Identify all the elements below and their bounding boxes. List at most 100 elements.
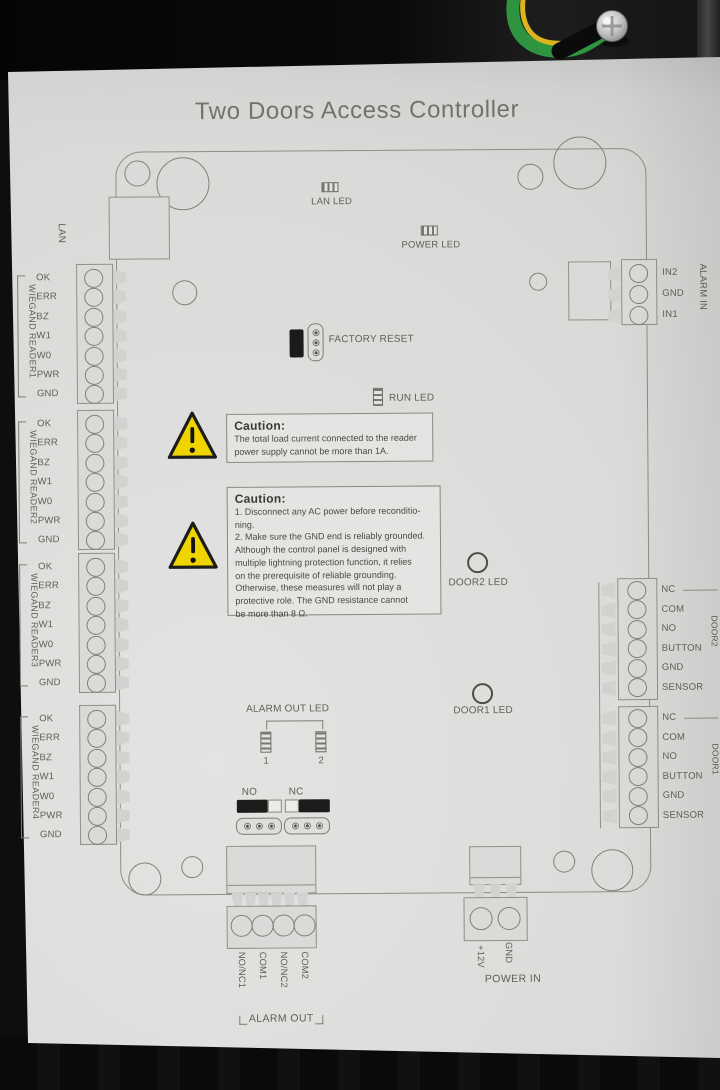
- mounting-hole: [517, 163, 544, 190]
- pin-label: GND: [38, 677, 61, 689]
- caution-box-2: Caution: 1. Disconnect any AC power befo…: [226, 485, 442, 618]
- terminal-hole: [87, 748, 107, 768]
- alarm-out-led2-number: 2: [318, 755, 325, 767]
- terminal-hole: [85, 530, 106, 550]
- caution-box-1: Caution: The total load current connecte…: [226, 412, 434, 463]
- connector-tooth: [489, 884, 501, 898]
- pin-label: PWR: [36, 369, 60, 381]
- header-pin: [243, 822, 251, 830]
- door2-led: [467, 552, 489, 574]
- alarm-out-led1-number: 1: [263, 755, 270, 767]
- caution-heading: Caution:: [234, 491, 286, 506]
- pin-label: GND: [36, 388, 59, 400]
- terminal-hole: [85, 433, 105, 453]
- pin-label: ERR: [37, 437, 58, 449]
- pin-label: GND: [662, 287, 685, 299]
- pin-label: GND: [662, 789, 685, 801]
- jumper-cap: [298, 799, 330, 813]
- pin-label: W1: [37, 476, 53, 488]
- terminal-hole: [627, 620, 647, 640]
- terminal-hole: [84, 365, 104, 385]
- pin-label: OK: [36, 272, 51, 284]
- pin-label: GND: [39, 829, 62, 841]
- jumper-open-slot: [267, 799, 282, 813]
- run-led-icon: [372, 387, 384, 406]
- terminal-hole: [86, 635, 106, 655]
- connector-tooth: [505, 884, 517, 898]
- pin-label: W1: [36, 330, 52, 342]
- header-pin: [312, 348, 320, 356]
- connector-tooth: [296, 892, 308, 906]
- mounting-hole: [591, 849, 634, 892]
- door2-name: DOOR2: [709, 615, 720, 647]
- page-title: Two Doors Access Controller: [194, 95, 520, 126]
- terminal-hole: [627, 600, 647, 620]
- terminal-hole: [86, 557, 106, 577]
- pin-label: W0: [38, 639, 54, 651]
- terminal-hole: [629, 263, 649, 284]
- wire-sheath: [551, 20, 611, 60]
- header-pin: [311, 328, 320, 336]
- terminal-hole: [627, 581, 647, 601]
- pin-label: SENSOR: [661, 681, 704, 693]
- terminal-hole: [87, 728, 107, 748]
- jumper-nc-position: [284, 799, 330, 813]
- terminal-hole: [84, 384, 105, 404]
- jumper-open-slot: [284, 799, 299, 813]
- terminal-hole: [84, 287, 104, 307]
- pin-label: W1: [38, 619, 54, 631]
- alarm-out-led2-icon: [315, 731, 327, 753]
- screw-highlight: [603, 17, 611, 25]
- jumper-no-position: [236, 799, 282, 813]
- lan-connector: [108, 196, 171, 260]
- ground-wire-and-screw: [506, 0, 629, 60]
- terminal-hole: [251, 914, 274, 937]
- alarm-in-connector-body: [568, 261, 612, 321]
- caution-line: protective role. The GND resistance cann…: [235, 594, 408, 606]
- caution-line: power supply cannot be more than 1A.: [234, 445, 389, 457]
- pin-label: IN1: [662, 308, 678, 320]
- pin-label: ERR: [39, 732, 61, 744]
- connector-tooth: [270, 893, 282, 907]
- pin-label: W0: [39, 791, 55, 803]
- pin-label: OK: [37, 418, 52, 430]
- mounting-hole: [181, 856, 204, 879]
- alarm-out-led-bracket: [266, 720, 324, 730]
- connector-tooth: [473, 884, 485, 898]
- terminal-hole: [628, 747, 648, 768]
- lan-led-icon: [321, 182, 339, 193]
- pin-label: W0: [36, 350, 52, 362]
- pin-label: BZ: [37, 457, 51, 469]
- pin-label: NC: [661, 583, 676, 595]
- terminal-hole: [87, 806, 107, 826]
- terminal-hole: [627, 659, 647, 679]
- pin-label: SENSOR: [662, 809, 705, 821]
- connector-tooth: [244, 893, 256, 907]
- terminal-hole: [628, 805, 648, 826]
- jumper-no-label: NO: [241, 786, 258, 798]
- terminal-hole: [469, 907, 493, 931]
- door1-led-label: DOOR1 LED: [453, 704, 513, 717]
- alarm-out-led1-icon: [260, 731, 272, 753]
- power-led-icon: [420, 225, 438, 236]
- pin-label: GND: [37, 534, 60, 546]
- header-pin: [303, 822, 311, 830]
- pin-label: NO/NC2: [278, 951, 290, 988]
- terminal-hole: [84, 307, 104, 327]
- terminal-hole: [86, 673, 107, 693]
- terminal-hole: [86, 576, 106, 596]
- jumper-cap: [236, 799, 268, 813]
- terminal-hole: [85, 472, 105, 492]
- power-led-label: POWER LED: [401, 239, 461, 251]
- pin-label: BZ: [36, 311, 49, 323]
- pin-label: BZ: [38, 600, 52, 612]
- mounting-hole: [553, 136, 607, 190]
- terminal-hole: [272, 914, 295, 937]
- bracket-corner: [239, 1015, 248, 1025]
- terminal-hole: [629, 305, 649, 326]
- factory-reset-jumper-cap: [289, 329, 304, 358]
- pin-label: BUTTON: [661, 642, 702, 654]
- power-in-connector-body: [469, 845, 522, 879]
- run-led-label: RUN LED: [388, 392, 435, 404]
